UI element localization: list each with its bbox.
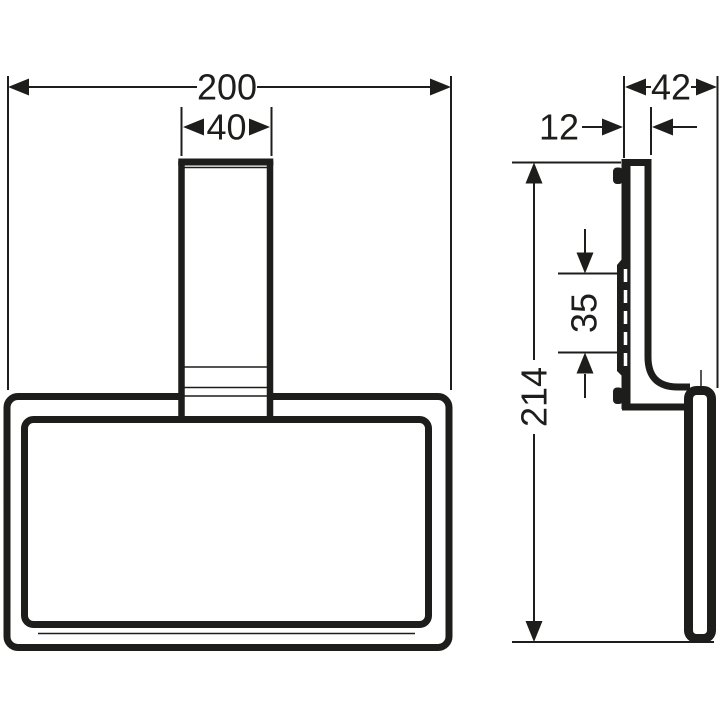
dim-35-arrow-down-icon	[576, 252, 594, 274]
dim-40-arrow-left-icon	[183, 118, 204, 136]
dim-front-width: 200	[7, 67, 452, 390]
dim-stem-width: 40	[180, 107, 273, 156]
towel-ring-side-profile	[684, 386, 716, 643]
dim-12-arrow-right-icon	[652, 118, 673, 136]
dim-42-arrow-right-icon	[696, 78, 717, 96]
wall-plate-profile	[621, 159, 631, 409]
stem-front-face	[184, 159, 268, 417]
mount-screw-top	[613, 167, 623, 184]
dim-total-depth: 42	[623, 67, 719, 388]
dim-214-label: 214	[514, 367, 555, 427]
mounting-strip	[617, 259, 622, 376]
dim-214-arrow-down-icon	[525, 621, 543, 642]
front-view: 200 40	[3, 67, 453, 651]
dim-35-label: 35	[564, 293, 605, 333]
dim-200-arrow-left-icon	[8, 78, 29, 96]
mount-screw-bottom	[613, 387, 623, 404]
dim-200-label: 200	[197, 67, 257, 108]
dim-42-arrow-left-icon	[625, 78, 646, 96]
dim-40-label: 40	[206, 107, 246, 148]
towel-ring-front-outer-outline	[3, 393, 453, 651]
dim-12-arrow-left-icon	[602, 118, 623, 136]
dim-total-height: 214	[512, 161, 714, 643]
dim-mount-height: 35	[558, 229, 621, 398]
dim-214-arrow-up-icon	[525, 162, 543, 184]
dim-200-arrow-right-icon	[430, 78, 451, 96]
dim-40-arrow-right-icon	[249, 118, 270, 136]
dim-plate-depth: 12	[539, 107, 697, 155]
side-view: 42 12 35 214	[512, 67, 719, 643]
dim-12-label: 12	[539, 107, 579, 148]
towel-ring-front-inner-outline	[21, 416, 432, 628]
dim-35-arrow-up-icon	[576, 352, 594, 374]
body-front-face	[644, 161, 690, 391]
dim-42-label: 42	[651, 67, 691, 108]
